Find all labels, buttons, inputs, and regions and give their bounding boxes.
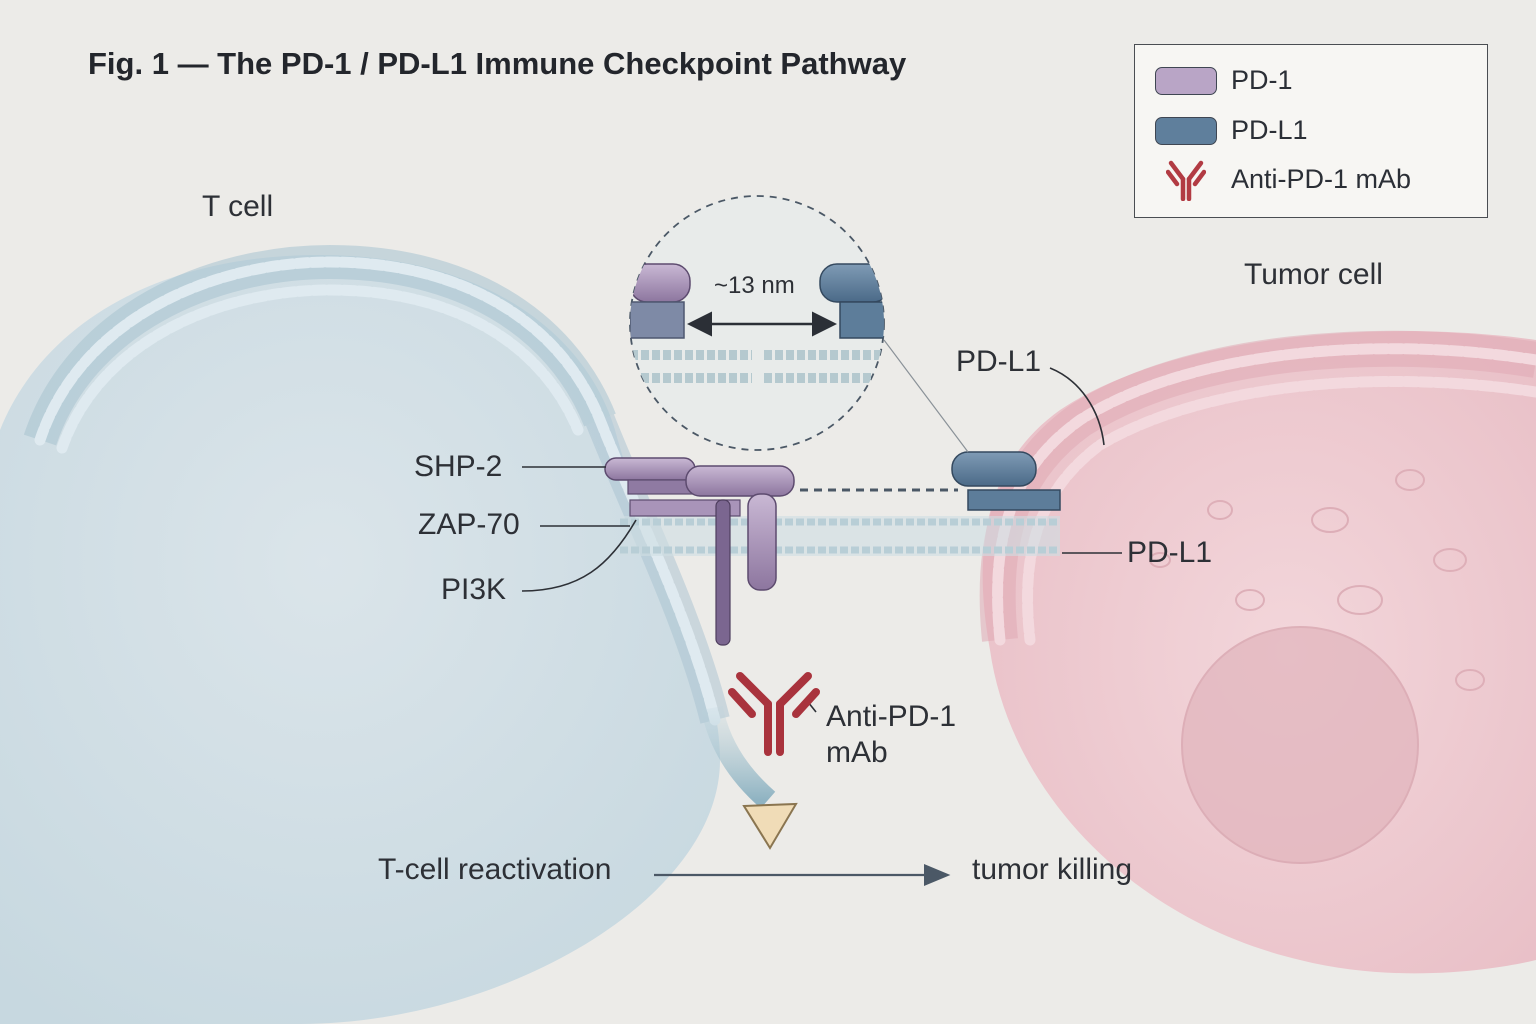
reactivation-label: T-cell reactivation	[378, 853, 612, 886]
legend: PD-1 PD-L1 Anti-PD-1 mAb	[1134, 44, 1488, 218]
legend-item-pdl1: PD-L1	[1155, 115, 1308, 146]
legend-label: PD-L1	[1231, 115, 1308, 145]
legend-item-pd1: PD-1	[1155, 65, 1293, 96]
legend-label: PD-1	[1231, 65, 1293, 95]
antibody-icon	[1155, 157, 1217, 201]
reactivation-arrow	[701, 705, 798, 850]
figure-title: Fig. 1 — The PD-1 / PD-L1 Immune Checkpo…	[88, 46, 907, 81]
anti-pd1-antibody-icon	[728, 672, 820, 756]
pdl1-top-label: PD-L1	[956, 345, 1042, 378]
zap70-label: ZAP-70	[418, 508, 520, 541]
pdl1-receptor	[951, 451, 1061, 511]
synapse-membrane	[620, 516, 1060, 556]
zoom-connector	[883, 339, 969, 453]
pd1-receptor-complex	[604, 457, 795, 646]
pdl1-swatch	[1155, 116, 1217, 145]
pdl1-side-label: PD-L1	[1127, 536, 1213, 569]
killing-label: tumor killing	[972, 853, 1133, 886]
legend-item-antibody: Anti-PD-1 mAb	[1155, 157, 1411, 201]
shp2-label: SHP-2	[414, 450, 503, 483]
t-cell-body	[0, 255, 720, 1024]
t-cell-label: T cell	[202, 190, 274, 223]
tumor-cell-label: Tumor cell	[1244, 258, 1383, 291]
pi3k-label: PI3K	[441, 573, 507, 606]
legend-label: Anti-PD-1 mAb	[1231, 163, 1412, 194]
antibody-label-line1: Anti-PD-1	[826, 700, 957, 733]
tumor-vesicles	[1149, 469, 1485, 691]
zoom-inset	[629, 195, 885, 451]
tumor-nucleus	[1181, 626, 1419, 864]
leader-lines	[521, 367, 1122, 713]
pd1-swatch	[1155, 66, 1217, 95]
antibody-label-line2: mAb	[826, 736, 888, 769]
distance-label: ~13 nm	[714, 272, 795, 299]
